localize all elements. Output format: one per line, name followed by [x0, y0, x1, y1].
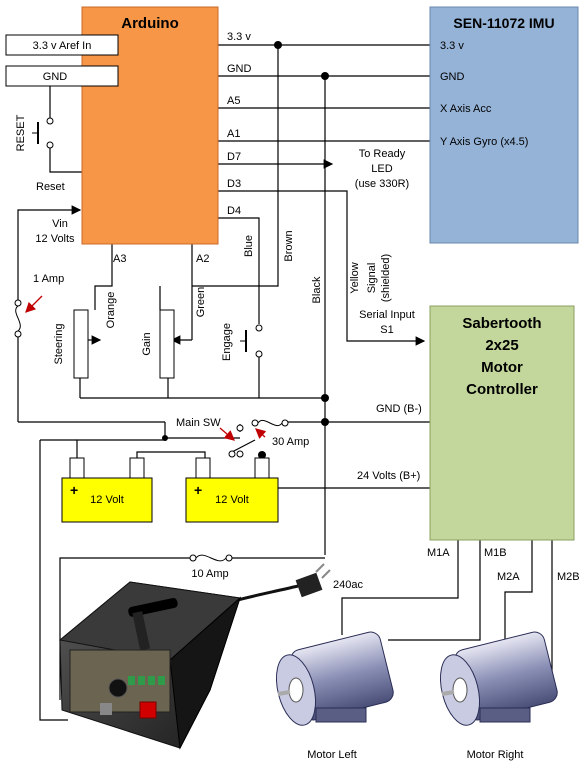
- imu-title: SEN-11072 IMU: [453, 15, 554, 31]
- pin-d4: D4: [227, 205, 241, 217]
- junctions: [162, 41, 329, 459]
- svg-text:Steering: Steering: [53, 324, 65, 365]
- svg-text:(use 330R): (use 330R): [355, 178, 409, 190]
- ac-label: 240ac: [333, 579, 363, 591]
- gain-pot: Gain: [141, 309, 175, 379]
- svg-text:+: +: [194, 482, 202, 498]
- svg-text:Sabertooth: Sabertooth: [462, 315, 541, 332]
- svg-text:10 Amp: 10 Amp: [191, 568, 228, 580]
- vin-label: Vin: [52, 218, 68, 230]
- reset-button: RESET Reset: [15, 114, 65, 193]
- pin-d7: D7: [227, 151, 241, 163]
- imu-board: SEN-11072 IMU 3.3 v GND X Axis Acc Y Axi…: [429, 6, 579, 244]
- m1b-label: M1B: [484, 547, 507, 559]
- svg-text:RESET: RESET: [15, 114, 27, 151]
- gnd-b-label: GND (B-): [376, 403, 422, 415]
- fuse-10-amp: 10 Amp: [189, 554, 233, 580]
- steering-pot: Steering: [53, 309, 89, 379]
- imu-pin-3v3: 3.3 v: [440, 40, 464, 52]
- pin-3v3: 3.3 v: [227, 31, 251, 43]
- pin-a5: A5: [227, 95, 240, 107]
- serial-input-label: Serial Input: [359, 309, 415, 321]
- main-switch: Main SW: [176, 417, 244, 458]
- m2b-label: M2B: [557, 571, 580, 583]
- pin-d3: D3: [227, 178, 241, 190]
- imu-pin-x: X Axis Acc: [440, 103, 492, 115]
- pin-a3: A3: [113, 253, 126, 265]
- pin-gnd: GND: [227, 63, 252, 75]
- svg-text:To Ready: To Ready: [359, 148, 406, 160]
- black-wire-label: Black: [311, 276, 323, 303]
- ac-plug: [295, 563, 331, 598]
- led-note: To Ready LED (use 330R): [355, 148, 409, 190]
- svg-text:12 Volt: 12 Volt: [215, 494, 249, 506]
- orange-wire-label: Orange: [105, 292, 117, 329]
- green-wire-label: Green: [195, 287, 207, 318]
- sabertooth-controller: Sabertooth 2x25 Motor Controller: [429, 305, 575, 541]
- fuse-30-amp: 30 Amp: [251, 419, 309, 448]
- svg-text:2x25: 2x25: [485, 337, 518, 354]
- m1a-label: M1A: [427, 547, 450, 559]
- imu-pin-gnd: GND: [440, 71, 465, 83]
- serial-s1-label: S1: [380, 324, 393, 336]
- svg-text:Motor: Motor: [481, 359, 523, 376]
- svg-text:GND: GND: [43, 71, 68, 83]
- svg-text:+: +: [70, 482, 78, 498]
- yellow-wire-label: Yellow: [349, 262, 361, 293]
- power-supply: 240ac: [58, 579, 363, 750]
- arduino-title: Arduino: [121, 15, 179, 32]
- svg-text:Controller: Controller: [466, 381, 538, 398]
- svg-text:Engage: Engage: [221, 323, 233, 361]
- 24v-label: 24 Volts (B+): [357, 470, 420, 482]
- fuse-1-amp: 1 Amp: [14, 273, 64, 338]
- vin-voltage: 12 Volts: [35, 233, 75, 245]
- svg-text:30 Amp: 30 Amp: [272, 436, 309, 448]
- pin-a2: A2: [196, 253, 209, 265]
- aref-box: 3.3 v Aref In: [5, 34, 119, 56]
- signal-label: Signal: [366, 263, 378, 294]
- m2a-label: M2A: [497, 571, 520, 583]
- battery-right: + 12 Volt: [185, 457, 279, 523]
- svg-text:Motor Left: Motor Left: [307, 749, 357, 761]
- blue-wire-label: Blue: [243, 235, 255, 257]
- svg-text:Motor Right: Motor Right: [467, 749, 524, 761]
- wires: [17, 44, 553, 721]
- motor-left: Motor Left: [275, 631, 394, 761]
- pin-a1: A1: [227, 128, 240, 140]
- imu-pin-y: Y Axis Gyro (x4.5): [440, 136, 528, 148]
- svg-text:Main SW: Main SW: [176, 417, 221, 429]
- svg-text:3.3 v Aref In: 3.3 v Aref In: [33, 40, 92, 52]
- engage-switch: Engage: [221, 323, 263, 361]
- motor-right: Motor Right: [439, 631, 558, 761]
- brown-wire-label: Brown: [283, 230, 295, 261]
- reset-label: Reset: [36, 181, 65, 193]
- svg-text:LED: LED: [371, 163, 392, 175]
- svg-text:1 Amp: 1 Amp: [33, 273, 64, 285]
- battery-left: + 12 Volt: [61, 457, 153, 523]
- shielded-label: (shielded): [380, 254, 392, 302]
- svg-text:12 Volt: 12 Volt: [90, 494, 124, 506]
- svg-text:Gain: Gain: [141, 332, 153, 355]
- gnd-box: GND: [5, 65, 119, 87]
